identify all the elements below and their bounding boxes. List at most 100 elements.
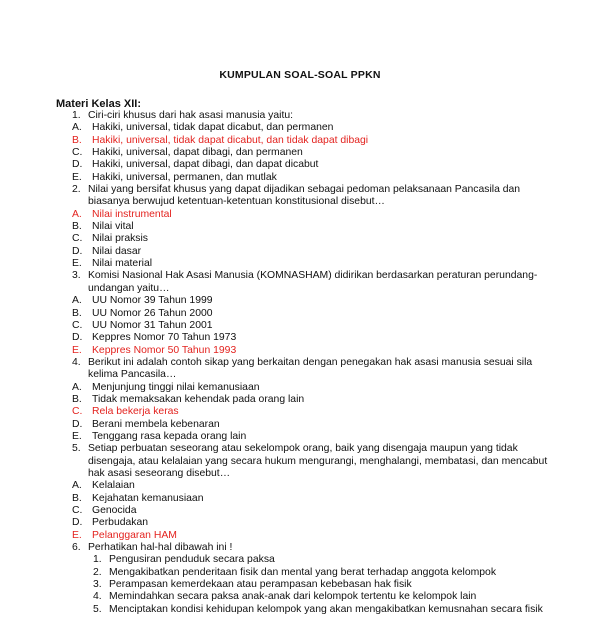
option-text: Hakiki, universal, tidak dapat dicabut, …	[92, 122, 334, 134]
option-letter: D.	[72, 159, 83, 171]
sub-item-number: 2.	[93, 566, 102, 578]
sub-item-5: 5.Menciptakan kondisi kehidupan kelompok…	[72, 604, 552, 616]
option-text: Nilai dasar	[92, 245, 142, 257]
question-2: 2. Nilai yang bersifat khusus yang dapat…	[72, 184, 552, 209]
sub-item-text: Pengusiran penduduk secara paksa	[109, 554, 275, 566]
question-number: 1.	[72, 110, 81, 121]
option-5e-correct: E. Pelanggaran HAM	[72, 530, 552, 542]
question-number: 6.	[72, 542, 81, 554]
option-letter: C.	[72, 319, 83, 331]
sub-item-number: 5.	[93, 603, 102, 615]
option-letter: A.	[72, 122, 82, 134]
option-3a: A.UU Nomor 39 Tahun 1999	[72, 295, 552, 307]
option-letter: E.	[72, 344, 82, 356]
option-2e: E. Nilai material	[72, 258, 552, 270]
option-letter: B.	[72, 134, 82, 146]
option-text: Nilai material	[92, 258, 153, 270]
section-heading: Materi Kelas XII:	[56, 98, 141, 110]
option-1d: D. Hakiki, universal, dapat dibagi, dan d…	[72, 159, 552, 171]
sub-item-text: Perampasan kemerdekaan atau perampasan k…	[109, 579, 412, 591]
option-4c-correct: C.Rela bekerja keras	[72, 406, 552, 418]
option-2b: B.Nilai vital	[72, 221, 552, 233]
question-1: 1. Ciri-ciri khusus dari hak asasi manus…	[72, 110, 552, 122]
option-4b: B. Tidak memaksakan kehendak pada orang l…	[72, 394, 552, 406]
option-4d: D.Berani membela kebenaran	[72, 419, 552, 431]
option-text: Kejahatan kemanusiaan	[92, 492, 204, 504]
option-1c: C. Hakiki, universal, dapat dibagi, dan p…	[72, 147, 552, 159]
sub-item-number: 3.	[93, 579, 102, 591]
option-letter: C.	[72, 233, 83, 245]
option-letter: D.	[72, 245, 83, 257]
sub-item-text: Mengakibatkan penderitaan fisik dan ment…	[109, 566, 497, 578]
option-letter: E.	[72, 529, 82, 541]
option-1b-correct: B.Hakiki, universal, tidak dapat dicabut…	[72, 135, 552, 147]
option-letter: E.	[72, 171, 82, 183]
option-text: Tidak memaksakan kehendak pada orang lai…	[92, 393, 305, 405]
option-3d: D.Keppres Nomor 70 Tahun 1973	[72, 332, 552, 344]
option-3e-correct: E. Keppres Nomor 50 Tahun 1993	[72, 345, 552, 357]
question-text: Ciri-ciri khusus dari hak asasi manusia …	[88, 110, 294, 121]
sub-item-number: 1.	[93, 554, 102, 566]
option-text: Kelalaian	[92, 480, 135, 492]
option-text: UU Nomor 31 Tahun 2001	[92, 319, 213, 331]
option-letter: A.	[72, 381, 82, 393]
option-5d: D. Perbudakan	[72, 517, 552, 529]
option-text: Genocida	[92, 505, 137, 516]
document-title: KUMPULAN SOAL-SOAL PPKN	[219, 69, 381, 81]
option-text: Nilai instrumental	[92, 208, 172, 220]
option-2d: D. Nilai dasar	[72, 246, 552, 258]
option-1e: E. Hakiki, universal, permanen, dan mutla…	[72, 172, 552, 184]
option-letter: C.	[72, 505, 83, 516]
option-text: Keppres Nomor 70 Tahun 1973	[92, 332, 237, 344]
option-3c: C. UU Nomor 31 Tahun 2001	[72, 320, 552, 332]
option-2c: C. Nilai praksis	[72, 233, 552, 245]
question-text: Nilai yang bersifat khusus yang dapat di…	[88, 184, 521, 208]
question-number: 3.	[72, 270, 81, 282]
option-letter: B.	[72, 393, 82, 405]
option-letter: B.	[72, 307, 82, 319]
option-text: Nilai praksis	[92, 233, 149, 245]
option-text: Tenggang rasa kepada orang lain	[92, 430, 247, 442]
question-5: 5. Setiap perbuatan seseorang atau sekel…	[72, 443, 552, 480]
question-3: 3. Komisi Nasional Hak Asasi Manusia (KO…	[72, 270, 552, 295]
option-letter: E.	[72, 258, 82, 270]
question-number: 4.	[72, 356, 81, 368]
option-text: Hakiki, universal, permanen, dan mutlak	[92, 171, 277, 183]
option-letter: C.	[72, 406, 83, 418]
question-text: Komisi Nasional Hak Asasi Manusia (KOMNA…	[88, 270, 538, 294]
question-number: 5.	[72, 443, 81, 455]
option-text: Hakiki, universal, dapat dibagi, dan dap…	[92, 159, 319, 171]
option-5a: A.Kelalaian	[72, 480, 552, 492]
sub-item-1: 1. Pengusiran penduduk secara paksa	[72, 554, 552, 566]
sub-item-text: Memindahkan secara paksa anak-anak dari …	[109, 591, 477, 603]
option-text: Hakiki, universal, dapat dibagi, dan per…	[92, 147, 303, 159]
option-text: Perbudakan	[92, 517, 149, 529]
option-text: Keppres Nomor 50 Tahun 1993	[92, 344, 237, 356]
sub-item-2: 2. Mengakibatkan penderitaan fisik dan me…	[72, 567, 552, 579]
question-text: Setiap perbuatan seseorang atau sekelomp…	[88, 443, 548, 479]
option-text: Berani membela kebenaran	[92, 418, 220, 430]
question-text: Berikut ini adalah contoh sikap yang ber…	[88, 356, 533, 381]
sub-item-4: 4. Memindahkan secara paksa anak-anak dar…	[72, 591, 552, 603]
option-text: Pelanggaran HAM	[92, 529, 177, 541]
option-letter: A.	[72, 295, 82, 307]
option-4e: E. Tenggang rasa kepada orang lain	[72, 431, 552, 443]
option-letter: B.	[72, 221, 82, 233]
option-3b: B. UU Nomor 26 Tahun 2000	[72, 308, 552, 320]
option-text: UU Nomor 26 Tahun 2000	[92, 307, 213, 319]
option-4a: A.Menjunjung tinggi nilai kemanusiaan	[72, 382, 552, 394]
option-5b: B. Kejahatan kemanusiaan	[72, 493, 552, 505]
question-list: 1. Ciri-ciri khusus dari hak asasi manus…	[72, 110, 552, 616]
question-number: 2.	[72, 184, 81, 196]
option-letter: A.	[72, 208, 82, 220]
option-letter: D.	[72, 517, 83, 529]
option-2a-correct: A. Nilai instrumental	[72, 209, 552, 221]
option-letter: C.	[72, 147, 83, 159]
question-6: 6. Perhatikan hal-hal dibawah ini !	[72, 542, 552, 554]
option-letter: E.	[72, 430, 82, 442]
option-5c: C. Genocida	[72, 505, 552, 517]
option-letter: B.	[72, 492, 82, 504]
sub-item-3: 3. Perampasan kemerdekaan atau perampasan…	[72, 579, 552, 591]
sub-item-number: 4.	[93, 591, 102, 603]
